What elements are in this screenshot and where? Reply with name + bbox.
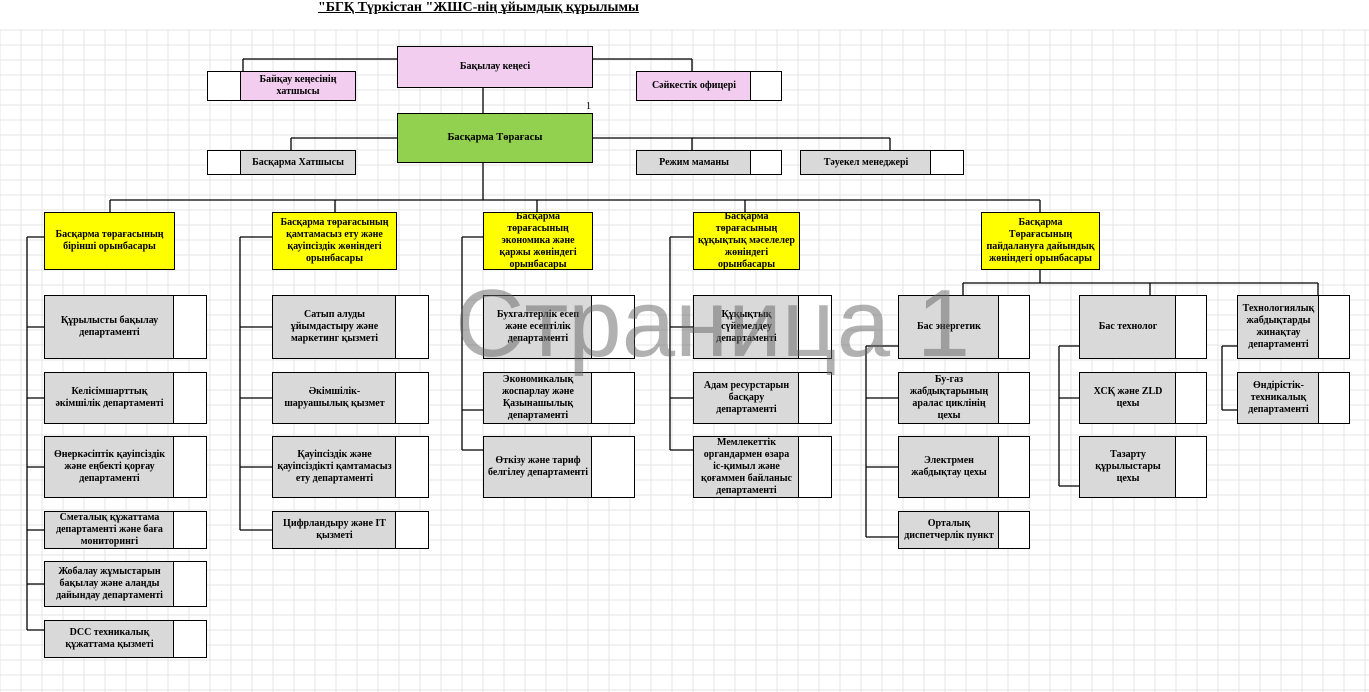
dept-economic-planning[interactable]: Экономикалық жоспарлау және Қазынашылық …	[483, 372, 593, 424]
box-tail	[798, 436, 832, 498]
unit-steam-gas[interactable]: Бу-газ жабдықтарының аралас циклінің цех…	[898, 372, 1000, 424]
page-number: 1	[586, 101, 591, 112]
chart-title: "БГҚ Түркістан "ЖШС-нің ұйымдық құрылымы	[318, 0, 639, 15]
org-connectors	[26, 58, 1319, 631]
box-tail	[395, 295, 429, 359]
chairman-secretary-box[interactable]: Басқарма Хатшысы	[240, 150, 356, 175]
box-tail	[591, 295, 635, 359]
dept-design-control[interactable]: Жобалау жұмыстарын бақылау және алаңды д…	[44, 561, 175, 607]
box-tail	[798, 372, 832, 424]
dept-dcc-docs[interactable]: DCC техникалық құжаттама қызметі	[44, 620, 175, 658]
board-secretary-box[interactable]: Байқау кеңесінің хатшысы	[240, 71, 356, 101]
box-tail	[930, 150, 964, 175]
box-tail	[998, 436, 1030, 498]
legal-deputy-box[interactable]: Басқарма төрағасының құқықтық мәселелер …	[693, 211, 800, 270]
box-tail	[750, 150, 782, 175]
box-tail	[1318, 295, 1350, 359]
dept-security[interactable]: Қауіпсіздік және қауіпсіздікті қамтамасы…	[272, 436, 397, 498]
box-tail	[998, 511, 1030, 549]
dept-sales-tariff[interactable]: Өткізу және тариф белгілеу департаменті	[483, 436, 593, 498]
unit-power-supply[interactable]: Электрмен жабдықтау цехы	[898, 436, 1000, 498]
box-tail	[395, 511, 429, 549]
box-tail	[1175, 295, 1207, 359]
chief-technologist-box[interactable]: Бас технолог	[1079, 295, 1177, 359]
security-deputy-box[interactable]: Басқарма төрағасының қамтамасыз ету және…	[272, 212, 397, 270]
dept-procurement[interactable]: Сатып алуды ұйымдастыру және маркетинг қ…	[272, 295, 397, 359]
box-tail	[173, 620, 207, 658]
dept-estimate-docs[interactable]: Сметалық құжаттама департаменті және бағ…	[44, 511, 175, 549]
dept-contract-admin[interactable]: Келісімшарттық әкімшілік департаменті	[44, 372, 175, 424]
dept-human-resources[interactable]: Адам ресурстарын басқару департаменті	[693, 372, 800, 424]
box-tail	[750, 71, 782, 101]
risk-manager-box[interactable]: Тәуекел менеджері	[800, 150, 932, 175]
box-tail	[1318, 372, 1350, 424]
unit-dispatch-center[interactable]: Орталық диспетчерлік пункт	[898, 511, 1000, 549]
box-tail	[395, 436, 429, 498]
box-tail	[207, 71, 243, 101]
dept-legal-support[interactable]: Құқықтық сүйемелдеу департаменті	[693, 295, 800, 359]
box-tail	[998, 372, 1030, 424]
dept-digital-it[interactable]: Цифрландыру және IT қызметі	[272, 511, 397, 549]
box-tail	[207, 150, 243, 175]
box-tail	[798, 295, 832, 359]
dept-construction-control[interactable]: Құрылысты бақылау департаменті	[44, 295, 175, 359]
box-tail	[1175, 372, 1207, 424]
box-tail	[591, 436, 635, 498]
box-tail	[1175, 436, 1207, 498]
chief-energy-box[interactable]: Бас энергетик	[898, 295, 1000, 359]
box-tail	[173, 436, 207, 498]
dept-accounting[interactable]: Бухгалтерлік есеп және есептілік департа…	[483, 295, 593, 359]
unit-chemical-zld[interactable]: ХСҚ және ZLD цехы	[1079, 372, 1177, 424]
dept-industrial-safety[interactable]: Өнеркәсіптік қауіпсіздік және еңбекті қо…	[44, 436, 175, 498]
box-tail	[173, 561, 207, 607]
compliance-officer-box[interactable]: Сәйкестік офицері	[636, 71, 752, 101]
box-tail	[591, 372, 635, 424]
dept-public-relations[interactable]: Мемлекеттік органдармен өзара іс-қимыл ж…	[693, 436, 800, 498]
box-tail	[173, 295, 207, 359]
first-deputy-box[interactable]: Басқарма төрағасының бірінші орынбасары	[44, 212, 175, 270]
unit-treatment-facilities[interactable]: Тазарту құрылыстары цехы	[1079, 436, 1177, 498]
supervisory-board-box[interactable]: Бақылау кеңесі	[397, 46, 593, 88]
economy-deputy-box[interactable]: Басқарма төрағасының экономика және қарж…	[483, 211, 593, 270]
chairman-box[interactable]: Басқарма Төрағасы	[397, 113, 593, 163]
box-tail	[173, 511, 207, 549]
regime-specialist-box[interactable]: Режим маманы	[636, 150, 752, 175]
box-tail	[998, 295, 1030, 359]
box-tail	[173, 372, 207, 424]
dept-tech-equipment[interactable]: Технологиялық жабдықтарды жинақтау депар…	[1237, 295, 1320, 359]
box-tail	[395, 372, 429, 424]
operation-deputy-box[interactable]: Басқарма Төрағасының пайдалануға дайынды…	[981, 212, 1100, 270]
dept-admin-household[interactable]: Әкімшілік-шаруашылық қызмет	[272, 372, 397, 424]
dept-production-technical[interactable]: Өндірістік-техникалық департаменті	[1237, 372, 1320, 424]
